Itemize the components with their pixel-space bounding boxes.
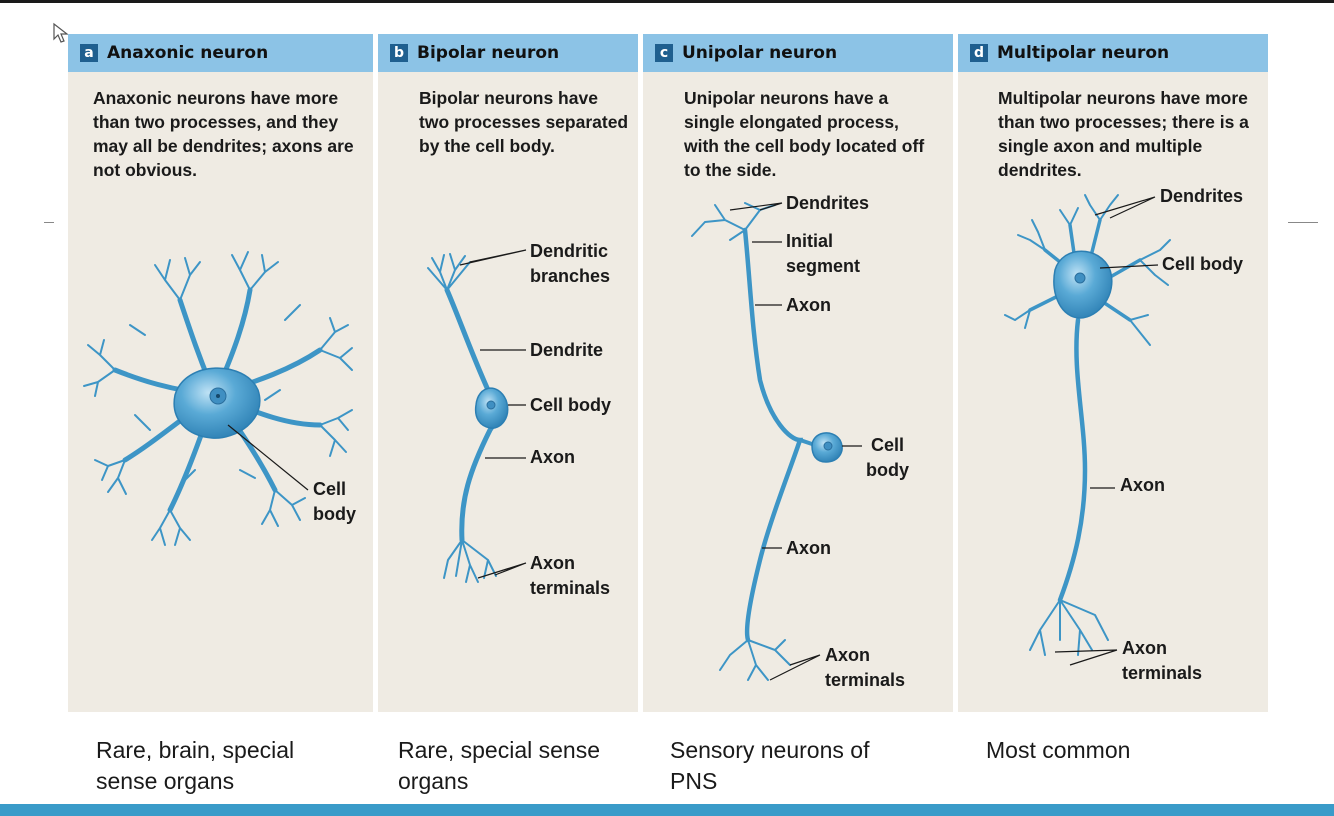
- label-dendritic-branches: Dendritic branches: [530, 241, 611, 286]
- label-axon: Axon: [1120, 475, 1165, 495]
- mouse-cursor-icon: [53, 22, 69, 43]
- label-dendrites: Dendrites: [1160, 186, 1244, 206]
- label-axon-terminals: Axon terminals: [825, 645, 906, 690]
- panel-description: Multipolar neurons have more than two pr…: [998, 88, 1249, 180]
- panel-unipolar: c Unipolar neuron Unipolar neurons have …: [643, 34, 953, 712]
- label-axon-terminals: Axon terminals: [1122, 638, 1203, 683]
- top-rule: [0, 0, 1334, 3]
- bipolar-neuron-drawing: [427, 253, 509, 583]
- label-initial-segment: Initial segment: [786, 231, 861, 276]
- label-cell-body: Cell body: [866, 435, 909, 480]
- panel-letter-badge: a: [80, 44, 98, 62]
- label-axon: Axon: [530, 447, 575, 467]
- panel-bipolar: b Bipolar neuron Bipolar neurons have tw…: [378, 34, 638, 712]
- panel-title: Multipolar neuron: [997, 43, 1170, 63]
- label-axon-terminals: Axon terminals: [530, 553, 611, 598]
- label-dendrites: Dendrites: [786, 193, 870, 213]
- panel-title: Unipolar neuron: [682, 43, 838, 63]
- caption-bipolar: Rare, special sense organs: [398, 737, 600, 794]
- bipolar-leader-lines: [459, 249, 527, 579]
- panel-multipolar: d Multipolar neuron Multipolar neurons h…: [958, 34, 1268, 712]
- multipolar-neuron-drawing: [1004, 194, 1171, 656]
- left-edge-dash: [44, 222, 54, 223]
- leader-line: [227, 424, 309, 491]
- panel-header-bipolar: b Bipolar neuron: [378, 34, 638, 72]
- panel-header-unipolar: c Unipolar neuron: [643, 34, 953, 72]
- panel-letter-badge: b: [390, 44, 408, 62]
- label-axon-upper: Axon: [786, 295, 831, 315]
- unipolar-leader-lines: [729, 202, 862, 681]
- label-cell-body: Cell body: [1162, 254, 1244, 274]
- label-axon-lower: Axon: [786, 538, 831, 558]
- label-cell-body: Cell body: [530, 395, 612, 415]
- panel-title: Bipolar neuron: [417, 43, 560, 63]
- panel-letter-badge: d: [970, 44, 988, 62]
- caption-anaxonic: Rare, brain, special sense organs: [96, 737, 295, 794]
- panel-letter-badge: c: [655, 44, 673, 62]
- panel-header-multipolar: d Multipolar neuron: [958, 34, 1268, 72]
- right-edge-dash: [1288, 222, 1318, 223]
- unipolar-neuron-drawing: [691, 202, 843, 681]
- label-dendrite: Dendrite: [530, 340, 604, 360]
- label-cell-body: Cell body: [313, 479, 356, 524]
- multipolar-leader-lines: [1054, 196, 1159, 666]
- bottom-accent-band: [0, 804, 1334, 816]
- panel-title: Anaxonic neuron: [107, 43, 269, 63]
- panel-description: Anaxonic neurons have more than two proc…: [93, 88, 354, 180]
- caption-unipolar: Sensory neurons of PNS: [670, 737, 870, 794]
- panel-header-anaxonic: a Anaxonic neuron: [68, 34, 373, 72]
- caption-multipolar: Most common: [986, 737, 1131, 763]
- anaxonic-neuron-drawing: [83, 251, 353, 546]
- panel-description: Bipolar neurons have two processes separ…: [419, 88, 629, 156]
- panel-description: Unipolar neurons have a single elongated…: [684, 88, 925, 180]
